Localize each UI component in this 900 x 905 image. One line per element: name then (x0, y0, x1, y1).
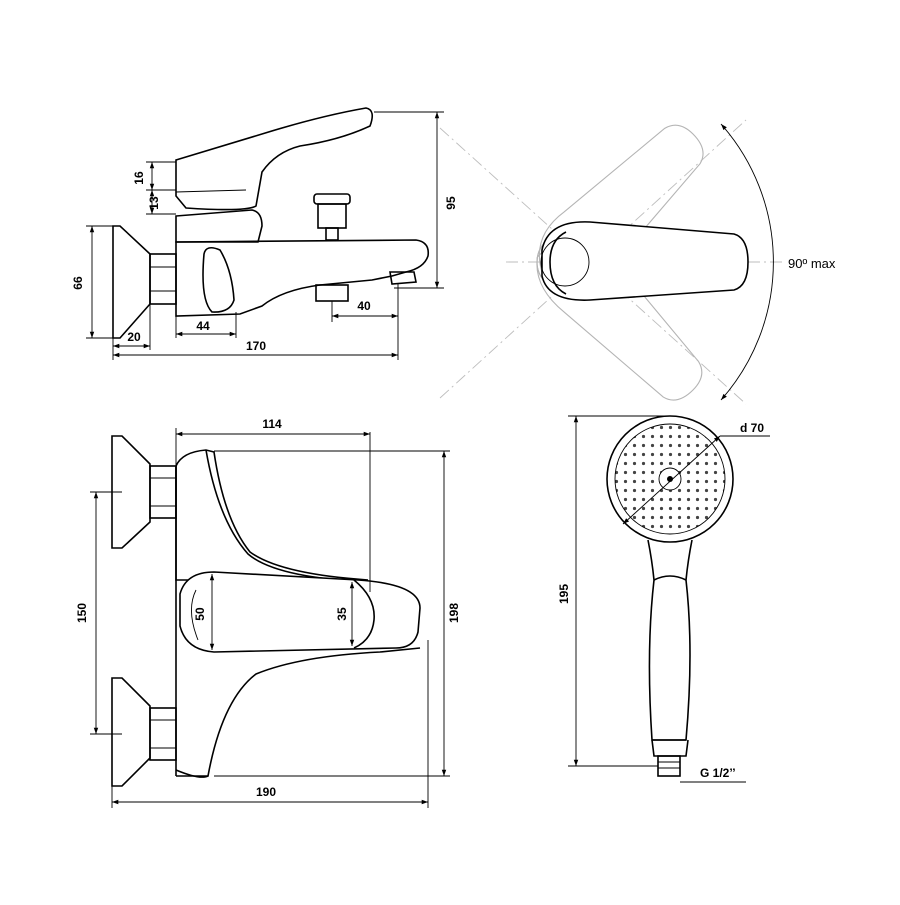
upper-flange (111, 435, 151, 549)
dim-shower-length: 195 (557, 584, 571, 604)
dim-spout-offset: 44 (196, 319, 210, 333)
front-view: 114 50 35 150 198 190 (75, 417, 461, 808)
shower-outlet (389, 271, 417, 285)
dim-axis-spacing: 150 (75, 603, 89, 623)
dim-plate-depth: 20 (127, 330, 141, 344)
dim-lever-width-base: 50 (193, 607, 207, 621)
shower-handle (647, 539, 693, 741)
diverter-stem (325, 227, 339, 241)
dim-front-total-height: 198 (447, 603, 461, 623)
cartridge-housing (175, 209, 263, 243)
dim-lever-width-tip: 35 (335, 607, 349, 621)
dim-head-diameter: d 70 (740, 421, 764, 435)
lever-side (175, 107, 374, 211)
upper-nut (149, 465, 177, 519)
thread-connector (657, 755, 681, 777)
dim-thread: G 1/2’’ (700, 766, 736, 780)
side-view: 16 13 95 66 20 44 40 170 (71, 107, 458, 360)
connector-nut (149, 253, 177, 305)
dim-total-height: 95 (444, 196, 458, 210)
lever-front (179, 571, 421, 653)
diverter-knob (317, 203, 347, 229)
dim-lever-height: 16 (132, 171, 146, 185)
dim-total-depth: 170 (246, 339, 266, 353)
handle-end (651, 739, 689, 757)
hand-shower: d 70 195 G 1/2’’ (557, 415, 770, 783)
body-recess (202, 246, 235, 313)
rotation-view: 90º max (439, 119, 840, 405)
rotation-angle-label: 90º max (788, 256, 836, 271)
dim-body-gap: 13 (147, 196, 161, 210)
mixer-body (175, 239, 430, 317)
diverter-cap (313, 193, 351, 205)
bath-outlet (315, 284, 349, 302)
lower-flange (111, 677, 151, 787)
lever-top (540, 221, 749, 301)
dim-lever-length: 114 (262, 417, 282, 431)
body-lower (176, 647, 421, 777)
dim-spout-length: 40 (357, 299, 371, 313)
wall-plate (112, 225, 151, 339)
lower-nut (149, 707, 177, 761)
dim-total-width: 190 (256, 785, 276, 799)
rotation-arc (720, 123, 774, 401)
body-upper (175, 449, 369, 581)
dim-wall-plate: 66 (71, 276, 85, 290)
